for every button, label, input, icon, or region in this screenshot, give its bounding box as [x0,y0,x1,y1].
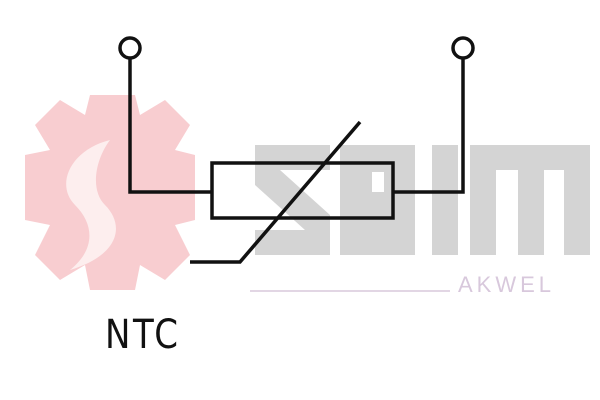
lead-right [393,58,465,194]
terminal-right [451,36,475,60]
ntc-symbol [118,36,475,264]
akwel-watermark: AKWEL [458,272,556,297]
resistor-body [210,161,395,220]
lead-left [128,58,212,194]
seim-letters [255,145,590,255]
temperature-slash [190,120,362,264]
gear-icon [25,95,195,290]
component-label: NTC [105,312,181,358]
terminal-left [118,36,142,60]
seim-logo-watermark [25,95,590,292]
swoosh-icon [66,140,116,270]
